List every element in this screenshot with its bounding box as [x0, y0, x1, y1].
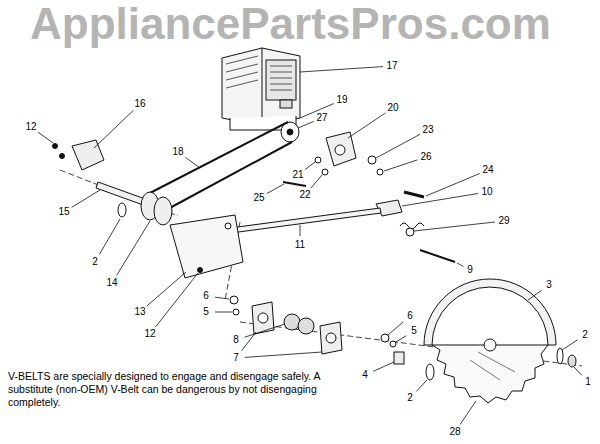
callout-number: 12	[24, 122, 37, 132]
leader-line	[267, 184, 284, 194]
callout-number: 25	[252, 193, 265, 203]
callout-number: 12	[143, 329, 156, 339]
callout-number: 2	[581, 330, 589, 340]
leader-line	[460, 401, 476, 425]
callout-number: 9	[466, 265, 474, 275]
callout-number: 13	[133, 307, 146, 317]
callout-number: 28	[448, 427, 461, 437]
callout-number: 20	[386, 103, 399, 113]
callout-number: 24	[481, 165, 494, 175]
leader-line	[100, 219, 120, 254]
leader-line	[402, 193, 478, 206]
leader-line	[185, 157, 200, 168]
leader-line	[373, 362, 394, 371]
leader-line	[147, 272, 186, 306]
callout-number: 26	[419, 152, 432, 162]
leader-line	[384, 160, 417, 171]
leader-line	[241, 332, 256, 351]
leader-line	[396, 336, 406, 342]
callout-number: 4	[361, 370, 369, 380]
leader-line	[38, 132, 53, 143]
leader-line	[298, 121, 314, 128]
callout-number: 11	[294, 240, 306, 250]
callout-number: 19	[335, 95, 348, 105]
edger-blade	[432, 339, 548, 403]
watermark: AppliancePartsPros.com	[30, 2, 551, 46]
callout-number: 14	[105, 278, 118, 288]
leader-line	[305, 162, 315, 170]
callout-number: 6	[406, 311, 414, 321]
callout-number: 3	[545, 280, 553, 290]
bearing-flange	[320, 322, 342, 354]
callout-number: 17	[385, 61, 398, 71]
callout-number: 6	[202, 291, 210, 301]
leader-line	[416, 380, 427, 391]
shaft	[96, 182, 148, 206]
leader-line	[245, 352, 322, 357]
callout-number: 29	[497, 216, 510, 226]
leader-line	[300, 67, 383, 72]
callout-number: 10	[480, 187, 493, 197]
bracket-plate	[170, 215, 243, 278]
callout-number: 22	[298, 190, 311, 200]
callout-number: 27	[315, 113, 328, 123]
callout-number: 5	[410, 326, 418, 336]
bearing-flange	[252, 302, 274, 334]
callout-number: 1	[584, 377, 592, 387]
idler-bracket	[326, 132, 356, 166]
leader-line	[300, 225, 301, 236]
callout-number: 2	[91, 257, 99, 267]
rod	[230, 208, 381, 233]
callout-number: 21	[291, 170, 304, 180]
callout-number: 16	[133, 99, 146, 109]
callout-number: 8	[232, 335, 240, 345]
leader-line	[156, 273, 198, 327]
callout-number: 7	[232, 353, 240, 363]
callout-number: 2	[406, 393, 414, 403]
leader-line	[348, 113, 386, 138]
callout-number: 18	[171, 147, 184, 157]
leader-line	[574, 367, 582, 375]
leader-line	[117, 221, 150, 275]
leader-line	[414, 222, 495, 231]
blade-guard	[424, 279, 556, 345]
leader-line	[457, 263, 464, 267]
leader-line	[388, 322, 403, 335]
leader-line	[215, 312, 232, 313]
leader-line	[245, 324, 285, 337]
callout-number: 5	[202, 307, 210, 317]
leader-line	[562, 340, 577, 350]
callout-number: 15	[57, 207, 70, 217]
leader-line	[376, 134, 420, 158]
leader-line	[426, 173, 480, 196]
leader-line	[528, 290, 542, 300]
warning-note: V-BELTS are specially designed to engage…	[8, 370, 333, 409]
leader-line	[311, 175, 322, 188]
handle	[72, 140, 104, 170]
leader-line	[215, 297, 229, 299]
engine	[222, 48, 300, 130]
leader-line	[94, 110, 133, 148]
leader-line	[72, 190, 100, 207]
callout-number: 23	[421, 125, 434, 135]
